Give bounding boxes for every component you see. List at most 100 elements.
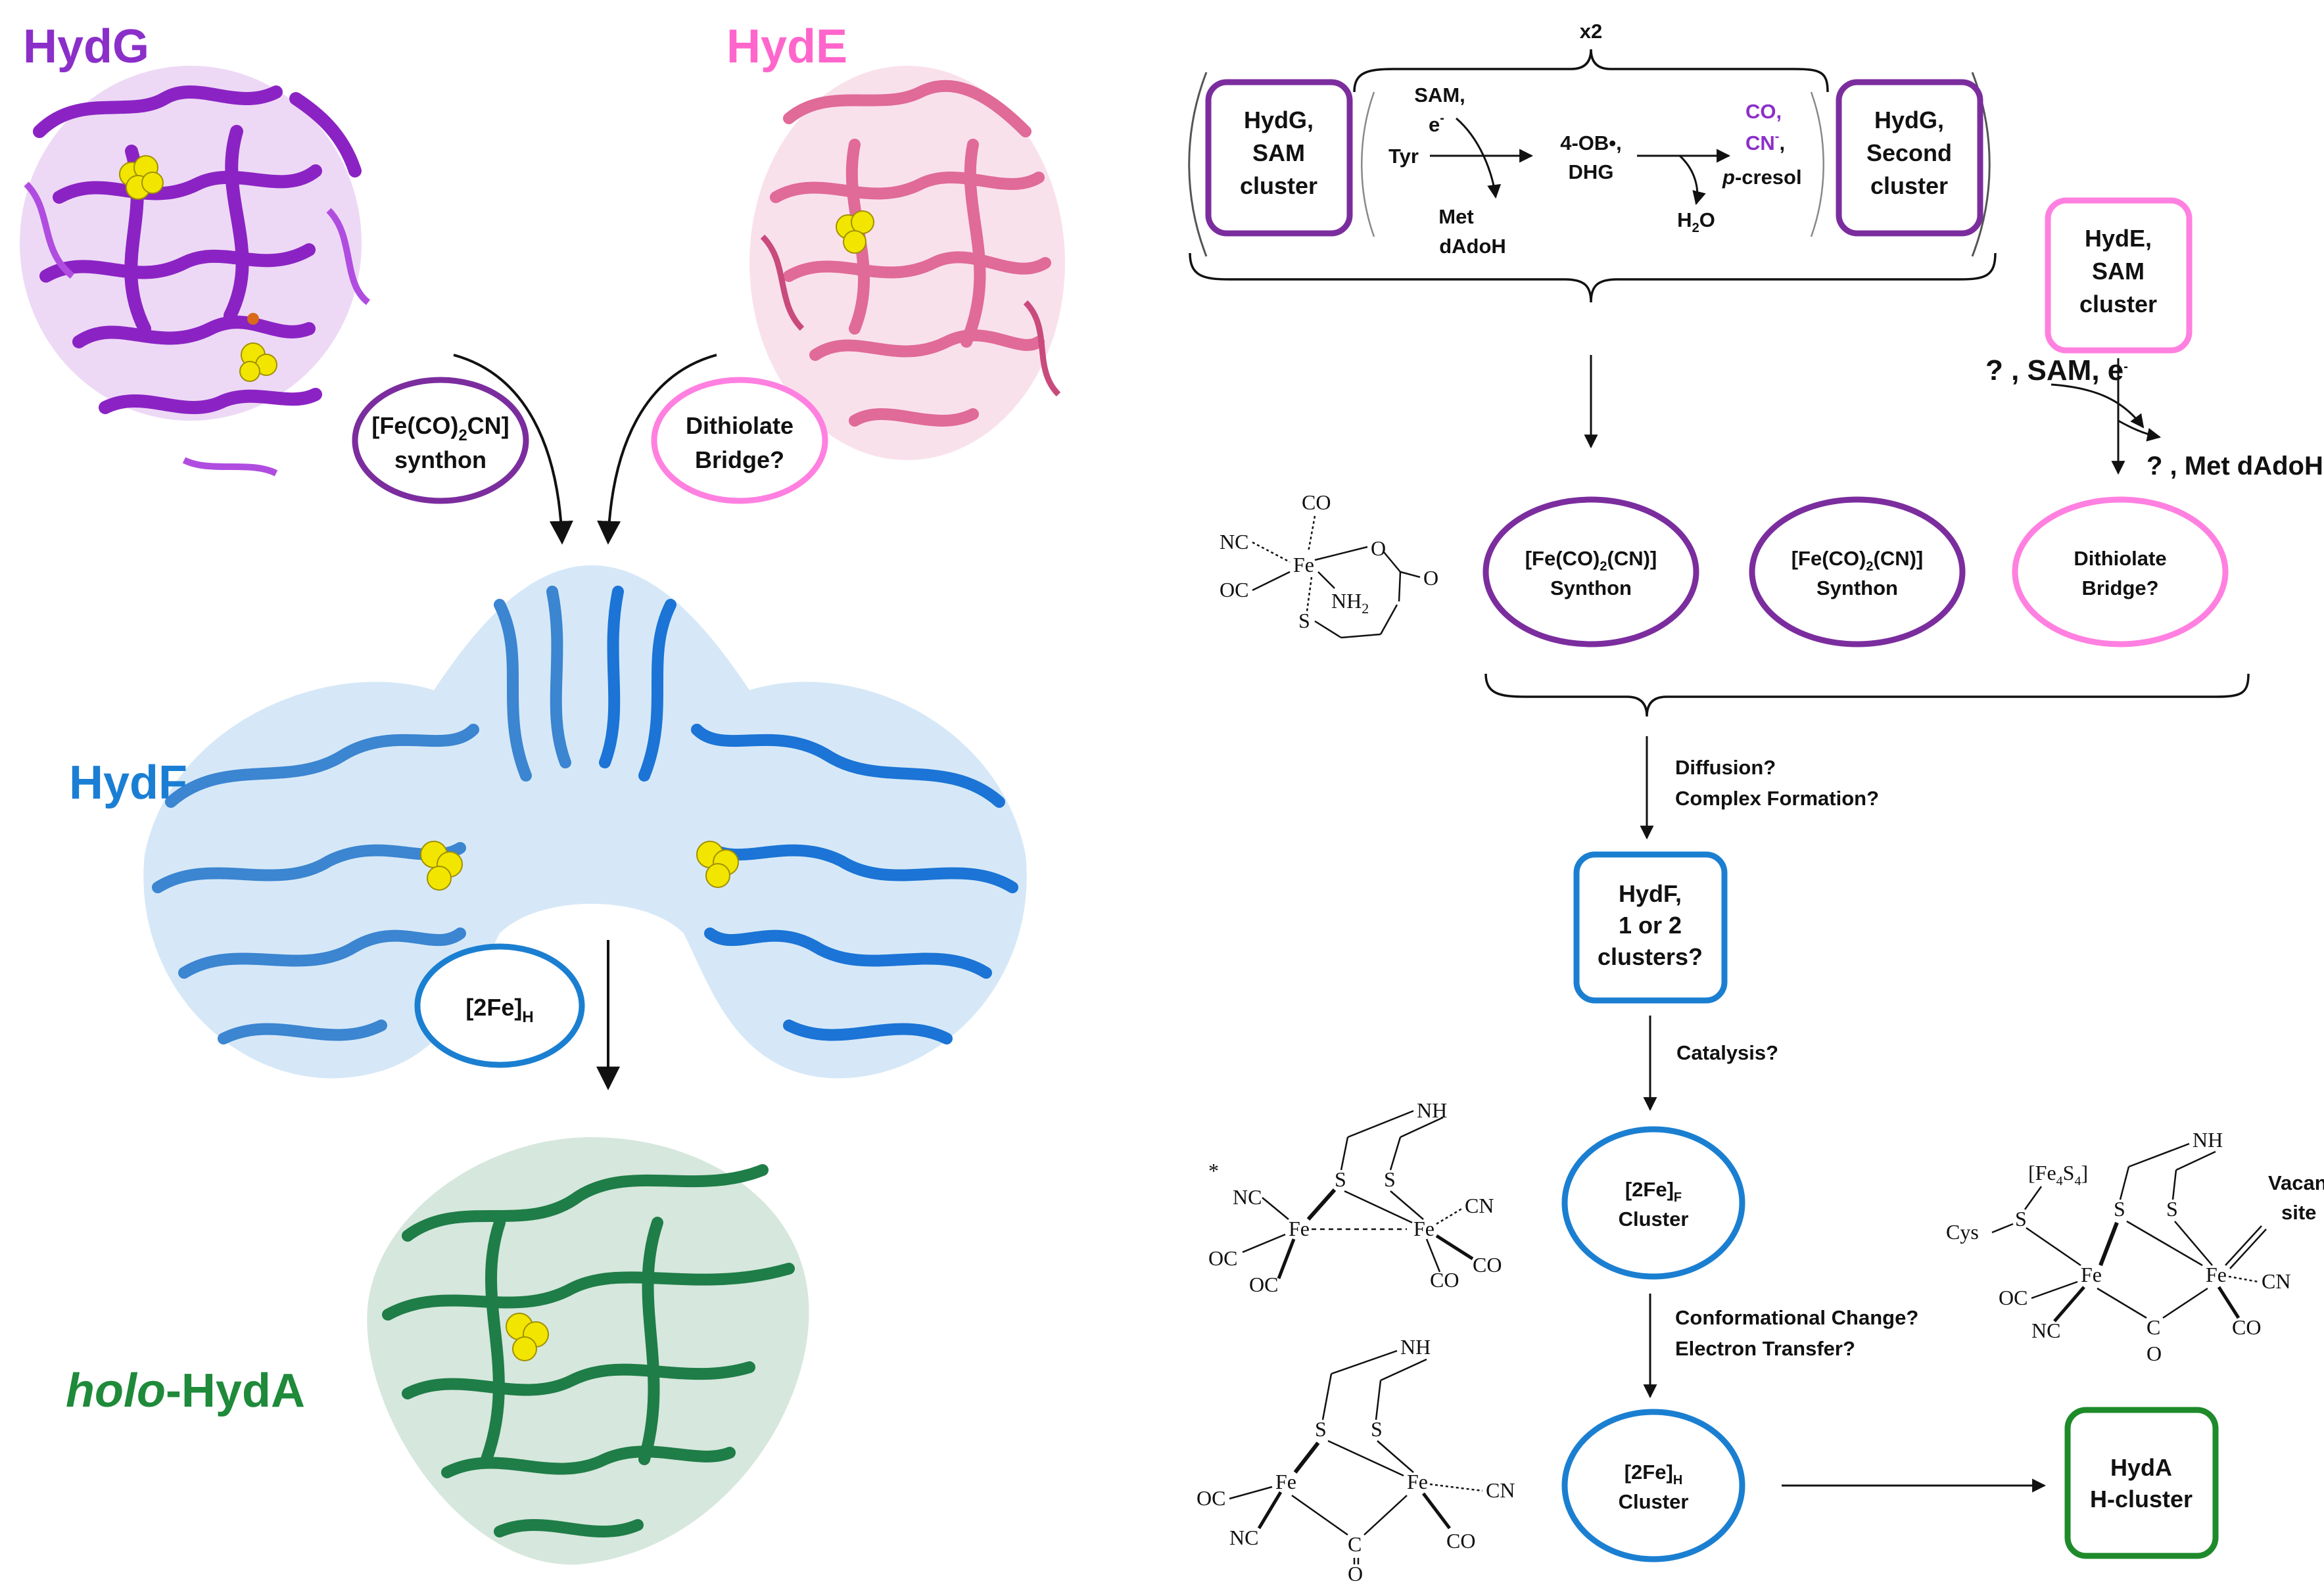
svg-text:S: S [1384,1167,1396,1191]
hyda-title: holo-HydA [66,1365,305,1417]
svg-text:Cluster: Cluster [1619,1490,1689,1513]
hydf-fes-cluster-right [696,841,739,888]
svg-text:C: C [1348,1532,1362,1556]
svg-text:OC: OC [1999,1286,2028,1309]
svg-text:SAM,: SAM, [1414,83,1465,106]
svg-text:Second: Second [1866,139,1952,166]
synthon-1: [Fe(CO)2(CN)] Synthon [1482,496,1699,647]
inner-paren-left [1361,91,1375,237]
svg-text:NH: NH [2193,1128,2223,1152]
svg-text:[2Fe]H: [2Fe]H [465,994,533,1026]
dithiolate-bridge: Dithiolate Bridge? [2012,496,2229,647]
hyde-structure [749,66,1065,460]
svg-text:Bridge?: Bridge? [2081,576,2158,599]
svg-text:dAdoH: dAdoH [1439,235,1506,258]
diffusion-label: Diffusion? [1675,756,1776,779]
inner-paren-right [1810,91,1824,237]
svg-text:S: S [1371,1417,1383,1441]
svg-text:p-cresol: p-cresol [1722,166,1802,189]
svg-text:HydG,: HydG, [1244,106,1314,133]
svg-text:Fe: Fe [1293,553,1314,576]
hyde-bridge-label: Dithiolate Bridge? [651,377,828,504]
svg-text:Synthon: Synthon [1816,576,1898,599]
arrow-hydg-to-hydf [453,354,573,545]
svg-text:CN-,: CN-, [1745,129,1785,154]
hydf-title: HydF [69,757,187,809]
svg-text:SAM: SAM [1252,139,1305,166]
svg-text:*: * [1208,1159,1219,1183]
paren-left [1188,72,1208,257]
svg-text:SAM: SAM [2092,258,2145,285]
svg-text:Dithiolate: Dithiolate [686,412,794,439]
svg-text:S: S [2114,1197,2125,1221]
conformational-label: Conformational Change? [1675,1306,1918,1329]
hydf-cluster-label: [2Fe]H [414,943,585,1068]
h-cluster-structure: [Fe4S4] Cys S Fe Fe S S NH OC NC CN CO C… [1946,1128,2324,1365]
hyde-fes-cluster [836,210,874,254]
hydf-clusters-box: HydF, 1 or 2 clusters? [1573,851,1728,1004]
svg-text:DHG: DHG [1569,160,1614,183]
hydg-fes-cluster-bottom [239,342,277,382]
svg-text:NC: NC [1220,530,1248,553]
hydf-fes-cluster-left [420,841,463,891]
svg-text:OC: OC [1220,578,1248,601]
svg-text:HydF,: HydF, [1619,880,1682,907]
svg-text:HydG,: HydG, [1874,106,1944,133]
svg-text:S: S [2015,1207,2027,1231]
svg-text:Fe: Fe [1289,1217,1310,1240]
svg-text:? , SAM, e-: ? , SAM, e- [1985,354,2128,387]
hydf-structure [143,565,1027,1079]
electron-label: Electron Transfer? [1675,1337,1855,1360]
hydg-sam-cluster-box: HydG, SAM cluster [1205,79,1353,237]
hydg-iron-ion [247,313,259,325]
svg-text:NC: NC [2031,1319,2060,1342]
hyda-h-cluster-box: HydA H-cluster [2064,1407,2219,1559]
svg-text:S: S [1298,609,1310,632]
svg-text:Vacant: Vacant [2268,1171,2324,1194]
svg-text:OC: OC [1249,1273,1278,1296]
svg-text:O: O [1423,566,1438,590]
synthon-brace [1484,673,2250,717]
svg-text:Fe: Fe [1275,1470,1296,1493]
hydg-fes-cluster-top [119,155,164,200]
svg-text:[Fe(CO)2(CN)]: [Fe(CO)2(CN)] [1791,547,1924,574]
svg-text:synthon: synthon [394,446,486,473]
svg-text:S: S [1335,1167,1346,1191]
x2-brace [1353,49,1829,93]
svg-text:CO: CO [1473,1253,1502,1277]
svg-text:CO,: CO, [1745,100,1782,123]
svg-text:[2Fe]H: [2Fe]H [1624,1461,1683,1488]
complex-label: Complex Formation? [1675,787,1879,810]
svg-text:H2O: H2O [1677,208,1715,235]
svg-text:O: O [1371,536,1386,560]
svg-text:cluster: cluster [2079,291,2157,317]
svg-text:CN: CN [1465,1194,1494,1217]
svg-text:Synthon: Synthon [1550,576,1632,599]
2fe-f-structure: * NC OC OC Fe Fe S S NH CN CO CO [1208,1098,1502,1296]
hydg-title: HydG [23,20,149,73]
catalysis-label: Catalysis? [1676,1041,1778,1064]
svg-text:C: C [2146,1315,2160,1339]
svg-text:[Fe(CO)2CN]: [Fe(CO)2CN] [371,412,509,444]
svg-text:NC: NC [1229,1526,1258,1549]
svg-text:Bridge?: Bridge? [695,446,784,473]
svg-text:NH2: NH2 [1331,589,1369,617]
svg-text:OC: OC [1208,1246,1237,1270]
svg-text:CN: CN [2262,1269,2290,1293]
hyde-reaction: ? , SAM, e- ? , Met dAdoH [1985,354,2323,481]
svg-text:CO: CO [1430,1268,1459,1292]
svg-text:1 or 2: 1 or 2 [1619,912,1682,939]
svg-text:HydA: HydA [2110,1454,2172,1481]
top-brace [1189,252,1997,303]
svg-text:Met: Met [1438,205,1473,228]
2fe-f-cluster: [2Fe]F Cluster [1561,1126,1745,1280]
fe-synthon-structure: CO NC OC Fe O S NH2 O [1220,490,1438,639]
svg-text:cluster: cluster [1240,172,1317,199]
svg-text:CO: CO [1446,1529,1475,1553]
svg-text:site: site [2281,1201,2316,1224]
2fe-h-cluster: [2Fe]H Cluster [1561,1409,1745,1562]
svg-text:S: S [2166,1197,2178,1221]
svg-text:S: S [1315,1417,1327,1441]
svg-text:Fe: Fe [1413,1217,1435,1240]
